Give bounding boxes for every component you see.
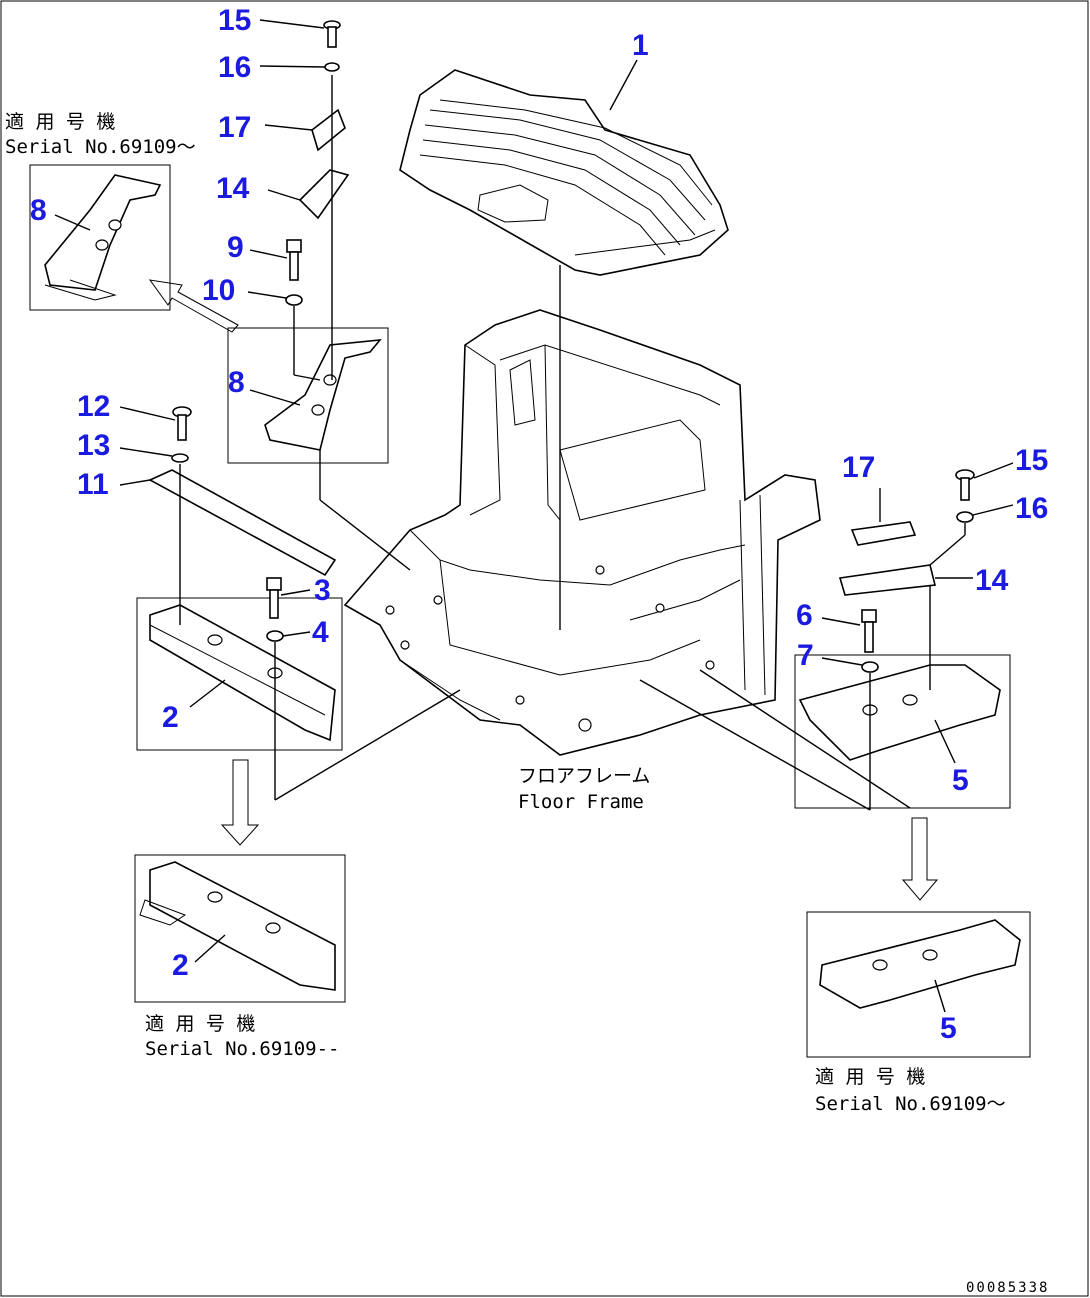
- drawing-number: 00085338: [966, 1280, 1049, 1296]
- part-7-washer: [861, 661, 879, 673]
- part-5-bracket: [798, 664, 1001, 761]
- callout-5-main: 5: [952, 764, 969, 797]
- part-8-alternative: [44, 174, 162, 301]
- arrow-to-part-5-alternative: [901, 817, 939, 901]
- serial-note-right-en: Serial No.69109～: [815, 1093, 1006, 1115]
- part-15-screw-top: [323, 20, 341, 48]
- callout-numbers: 1 2 2 3 4 5 5 6 7 8 8 9 10 11 12 13 14 1…: [30, 4, 1048, 1045]
- assembly-lines: [54, 19, 1014, 1013]
- part-15-screw-right: [955, 469, 975, 501]
- part-8-bracket: [264, 339, 382, 451]
- part-14-plate-top: [298, 169, 350, 220]
- callout-1: 1: [632, 29, 649, 62]
- callout-8-main: 8: [228, 366, 245, 399]
- part-17-plate-right: [850, 521, 917, 546]
- part-11-plate: [148, 469, 337, 577]
- part-14-plate-right: [838, 564, 936, 596]
- callout-2-main: 2: [162, 701, 179, 734]
- callout-4: 4: [312, 616, 329, 649]
- callout-9: 9: [227, 231, 244, 264]
- callout-17-right: 17: [842, 451, 875, 484]
- part-5-detail-box: [794, 654, 1011, 809]
- callout-14-top: 14: [216, 172, 250, 205]
- part-6-bolt: [861, 609, 877, 653]
- callout-8-alt: 8: [30, 194, 47, 227]
- serial-notes: 適 用 号 機 Serial No.69109～ 適 用 号 機 Serial …: [5, 111, 1006, 1115]
- serial-note-right-jp: 適 用 号 機: [815, 1066, 925, 1088]
- callout-15-right: 15: [1015, 444, 1048, 477]
- callout-7: 7: [797, 639, 814, 672]
- part-12-screw: [172, 406, 192, 441]
- callout-17-top: 17: [218, 111, 251, 144]
- part-3-bolt: [266, 577, 282, 619]
- part-13-washer: [171, 453, 189, 463]
- callout-16-top: 16: [218, 51, 251, 84]
- serial-note-top-en: Serial No.69109～: [5, 136, 196, 158]
- part-1-floor-mat: [399, 69, 729, 276]
- part-8-detail-box: [227, 327, 389, 464]
- floor-frame-label-en: Floor Frame: [518, 791, 644, 813]
- arrow-to-part-8-alternative: [148, 279, 239, 333]
- part-9-bolt: [286, 239, 302, 281]
- part-10-washer: [285, 294, 303, 306]
- arrow-to-part-2-alternative: [220, 759, 260, 846]
- part-17-plate-top: [311, 108, 346, 152]
- part-5-alternative: [819, 919, 1021, 1009]
- callout-10: 10: [202, 274, 235, 307]
- part-8-alternative-box: [29, 164, 171, 311]
- serial-note-top-jp: 適 用 号 機: [5, 111, 115, 133]
- floor-frame-assembly: [343, 309, 821, 756]
- part-2-alternative-box: [134, 854, 346, 1003]
- callout-12: 12: [77, 390, 110, 423]
- callout-6: 6: [796, 599, 813, 632]
- callout-2-alt: 2: [172, 949, 189, 982]
- callout-14-right: 14: [975, 564, 1009, 597]
- callout-11: 11: [77, 468, 109, 501]
- callout-15-top: 15: [218, 4, 251, 37]
- serial-note-left-jp: 適 用 号 機: [145, 1013, 255, 1035]
- part-2-alternative: [139, 861, 336, 991]
- part-4-washer: [266, 630, 284, 642]
- part-16-washer-right: [956, 511, 974, 523]
- part-16-washer-top: [324, 62, 340, 72]
- callout-16-right: 16: [1015, 492, 1048, 525]
- part-5-alternative-box: [806, 911, 1031, 1058]
- callout-3: 3: [314, 574, 331, 607]
- part-2-detail-box: [136, 597, 343, 751]
- serial-note-left-en: Serial No.69109--: [145, 1038, 339, 1060]
- floor-frame-label-jp: フロアフレーム: [518, 765, 650, 787]
- callout-5-alt: 5: [940, 1012, 957, 1045]
- callout-13: 13: [77, 429, 110, 462]
